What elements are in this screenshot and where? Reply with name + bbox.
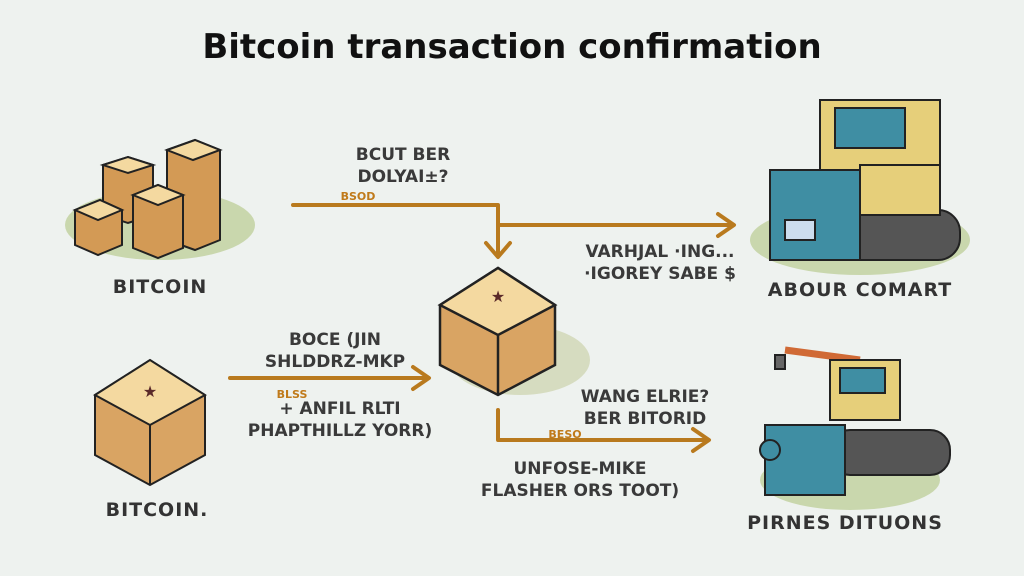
note-line: SHLDDRZ-MKP bbox=[264, 352, 406, 372]
note-line: WANG ELRIE? bbox=[580, 387, 710, 407]
note-3-tag: BLSS bbox=[276, 388, 308, 401]
note-2: VARHJAL ·ING...·IGOREY SABE $ bbox=[584, 241, 736, 285]
note-1-tag: BSOD bbox=[340, 190, 376, 203]
note-line: PHAPTHILLZ YORR) bbox=[247, 421, 433, 441]
crane-machine-icon bbox=[759, 346, 951, 496]
note-line: BCUT BER bbox=[355, 145, 451, 165]
note-line: + ANFIL RLTI bbox=[279, 399, 401, 419]
note-line: BOCE (JIN bbox=[288, 330, 382, 350]
note-5-tag: BESO bbox=[548, 428, 582, 441]
page-title: Bitcoin transaction confirmation bbox=[202, 27, 822, 67]
mining-machine-icon bbox=[769, 99, 961, 261]
node-label-bottom-right: PIRNES DITUONS bbox=[747, 512, 943, 534]
note-line: VARHJAL ·ING... bbox=[585, 242, 735, 262]
node-label-bottom-left: BITCOIN. bbox=[105, 499, 209, 521]
note-line: UNFOSE-MIKE bbox=[513, 459, 647, 479]
node-label-top-right: ABOUR COMART bbox=[767, 279, 953, 301]
note-5: WANG ELRIE?BER BITORID bbox=[581, 386, 710, 430]
note-line: DOLYAI±? bbox=[357, 167, 449, 187]
note-line: BER BITORID bbox=[583, 409, 707, 429]
note-line: FLASHER ORS TOOT) bbox=[480, 481, 680, 501]
node-label-top-left: BITCOIN bbox=[112, 276, 208, 298]
center-cube-icon: ★ bbox=[437, 266, 558, 397]
flow-arrows bbox=[228, 203, 736, 453]
svg-text:★: ★ bbox=[491, 287, 505, 306]
svg-text:★: ★ bbox=[143, 382, 157, 401]
box-cluster-icon bbox=[72, 138, 223, 260]
bitcoin-box-icon: ★ bbox=[93, 358, 207, 487]
note-line: ·IGOREY SABE $ bbox=[584, 264, 736, 284]
